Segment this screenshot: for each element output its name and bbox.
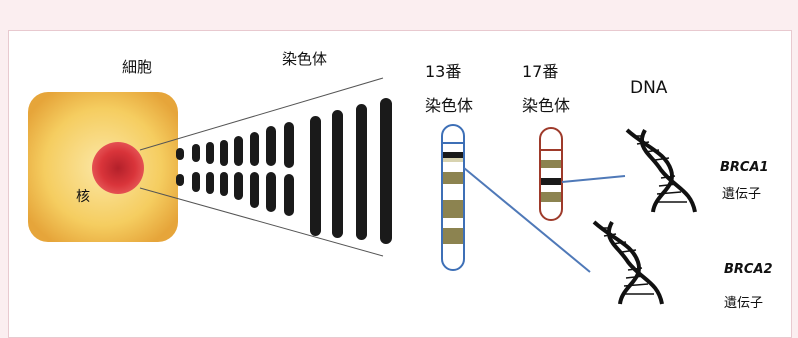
chromosome: [220, 140, 228, 166]
band: [443, 172, 463, 184]
band: [443, 200, 463, 218]
chr17-word-label: 染色体: [522, 96, 571, 115]
chromosome: [380, 98, 392, 244]
connector-brca1: [561, 175, 626, 183]
chromosome: [250, 132, 259, 166]
chr17-number-label: 17番: [522, 62, 559, 81]
chromosome: [220, 172, 228, 196]
zoom-line-top: [139, 77, 384, 151]
chromosome: [284, 174, 294, 216]
top-band: [0, 0, 798, 22]
dna-helix-icon: [625, 128, 697, 213]
chromosome-17: [539, 127, 563, 221]
chromosome: [206, 172, 214, 194]
nucleus: [92, 142, 144, 194]
chromosome: [234, 172, 243, 200]
band: [541, 192, 561, 202]
chromosome: [250, 172, 259, 208]
chr13-word-label: 染色体: [425, 96, 474, 115]
chromosome: [192, 172, 200, 192]
chromosome: [284, 122, 294, 168]
chromosome: [176, 174, 184, 186]
nucleus-label: 核: [76, 189, 90, 205]
brca1-sub-label: 遺伝子: [722, 187, 762, 202]
chromosome: [192, 144, 200, 162]
chromosome: [310, 116, 321, 236]
brca2-sub-label: 遺伝子: [724, 296, 764, 311]
chromosome: [356, 104, 367, 240]
chromosome: [206, 142, 214, 164]
zoom-line-bottom: [139, 187, 384, 257]
band: [541, 178, 561, 185]
brca2-label: BRCA2: [724, 262, 773, 277]
chromosome: [234, 136, 243, 166]
chr13-number-label: 13番: [425, 62, 462, 81]
band: [443, 158, 463, 162]
chromosome: [176, 148, 184, 160]
chromosome-set: [176, 98, 392, 244]
band: [541, 160, 561, 168]
chromosome: [266, 126, 276, 166]
band: [443, 152, 463, 158]
connector-brca2: [463, 167, 591, 273]
brca1-label: BRCA1: [720, 160, 769, 175]
chromosome-13: [441, 124, 465, 271]
dna-helix-icon: [592, 220, 664, 305]
chromosome: [332, 110, 343, 238]
band: [443, 228, 463, 244]
chromosome: [266, 172, 276, 212]
dna-label: DNA: [630, 78, 668, 98]
chromosomes-label: 染色体: [282, 50, 328, 68]
cell-label: 細胞: [122, 58, 153, 76]
